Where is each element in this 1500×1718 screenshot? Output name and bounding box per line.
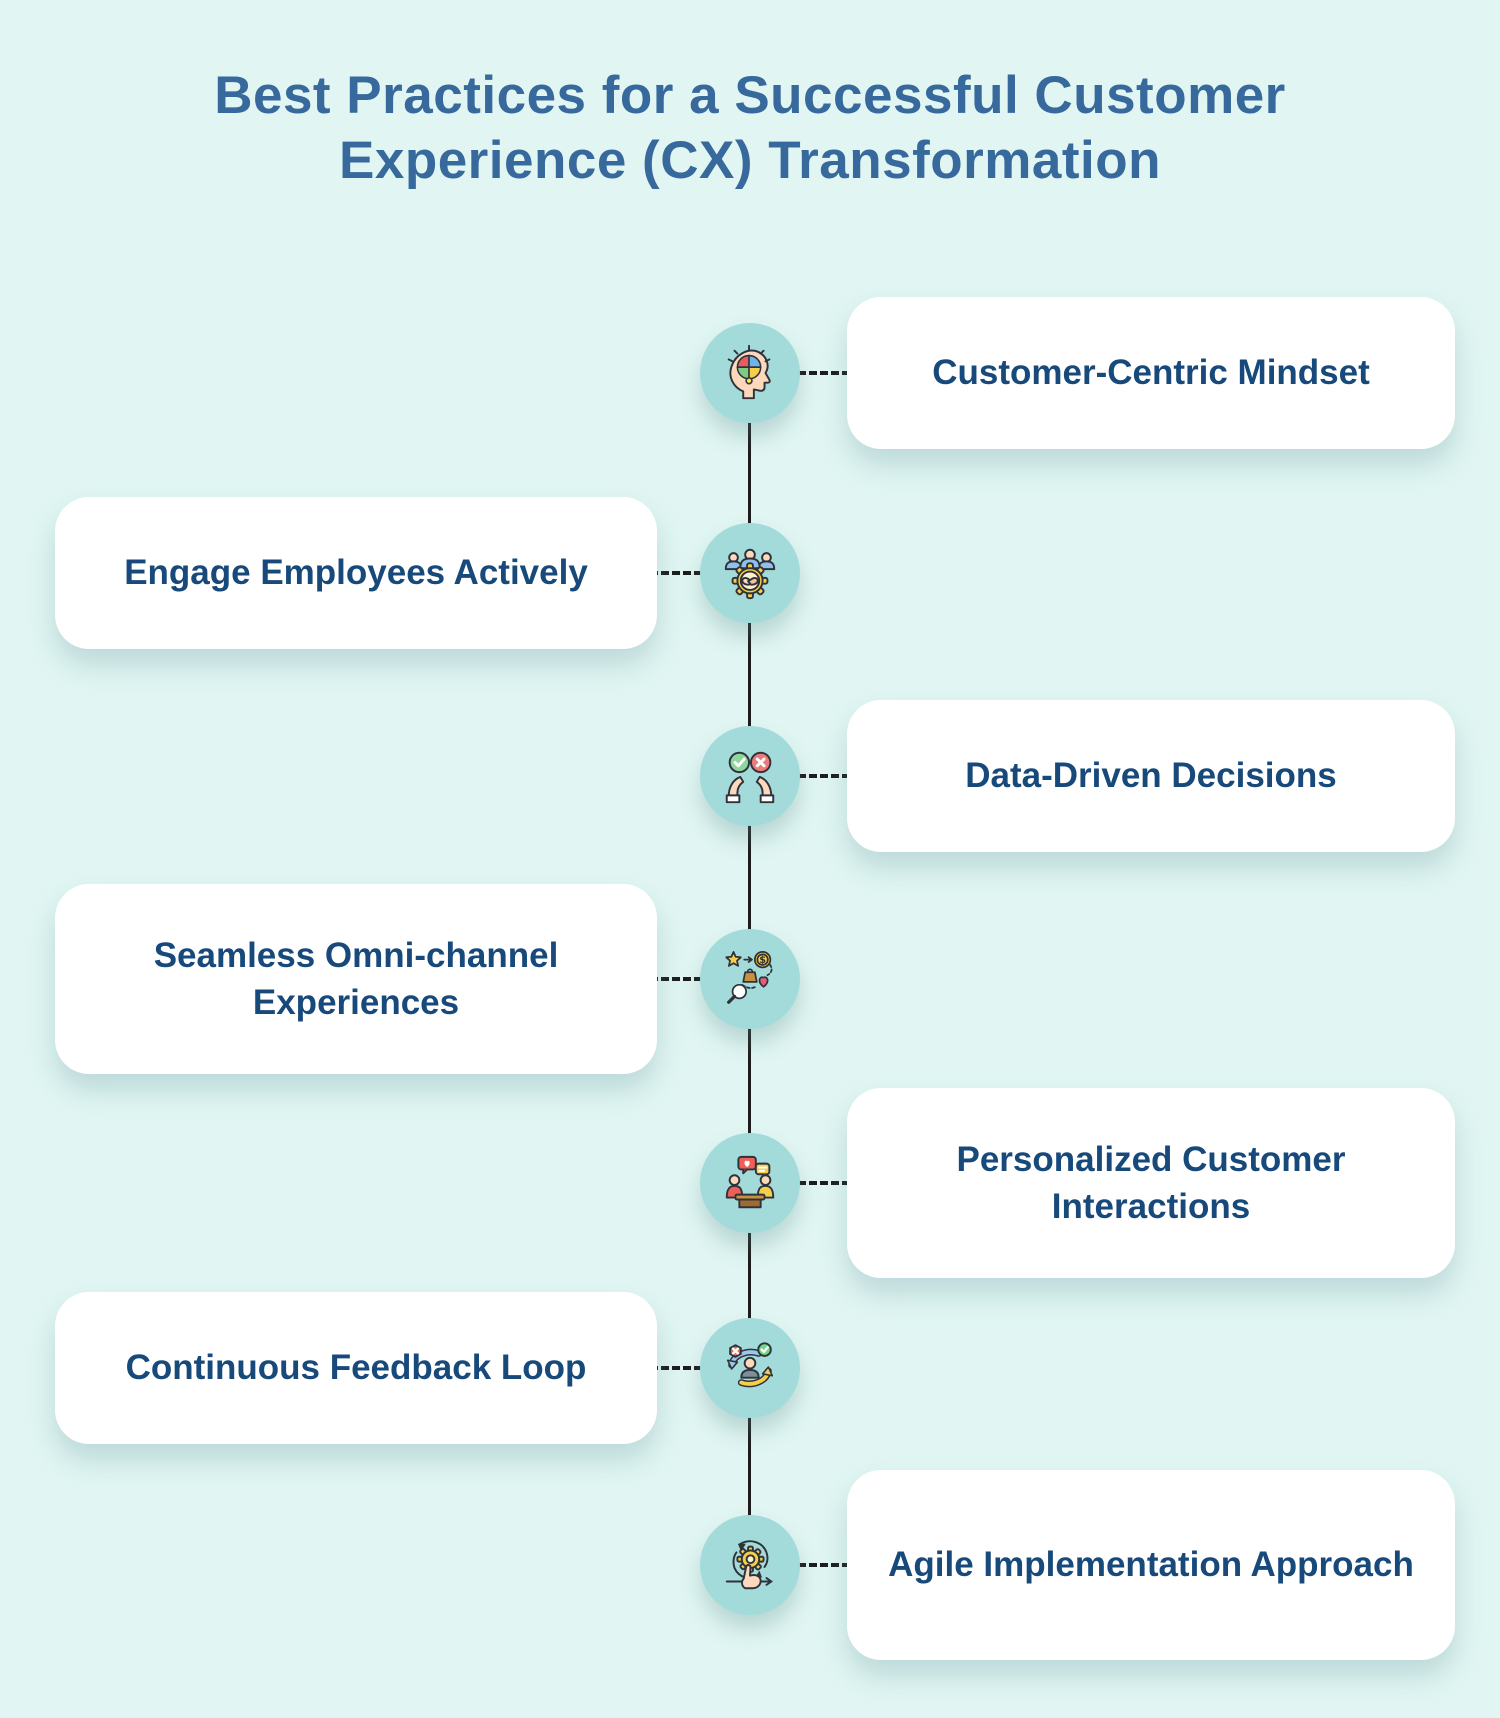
- item-label: Customer-Centric Mindset: [932, 353, 1370, 393]
- dashed-connector: [650, 571, 702, 575]
- item-label: Data-Driven Decisions: [965, 756, 1337, 796]
- dashed-connector: [650, 1366, 702, 1370]
- item-label: Continuous Feedback Loop: [125, 1348, 587, 1388]
- item-label: Engage Employees Actively: [124, 553, 588, 593]
- icon-circle-5: [700, 1133, 800, 1233]
- hands-check-cross-icon: [725, 751, 775, 804]
- dashed-connector: [798, 1181, 850, 1185]
- hand-gear-cycle-icon: [725, 1540, 774, 1590]
- dashed-connector: [650, 977, 702, 981]
- head-puzzle-bulb-icon: [727, 344, 771, 400]
- icon-circle-3: [700, 726, 800, 826]
- item-label: Seamless Omni-channel Experiences: [153, 935, 559, 1022]
- item-card-1: Customer-Centric Mindset: [847, 297, 1455, 449]
- icon-circle-6: [700, 1318, 800, 1418]
- people-chat-table-icon: [725, 1155, 775, 1209]
- icon-circle-2: [700, 523, 800, 623]
- svg-text:$: $: [759, 955, 766, 966]
- icon-circle-7: [700, 1515, 800, 1615]
- item-card-5: Personalized Customer Interactions: [847, 1088, 1455, 1278]
- item-label: Personalized Customer Interactions: [956, 1139, 1346, 1226]
- dashed-connector: [798, 1563, 850, 1567]
- feedback-loop-person-icon: [726, 1342, 774, 1388]
- dashed-connector: [798, 371, 850, 375]
- item-card-7: Agile Implementation Approach: [847, 1470, 1455, 1660]
- item-card-4: Seamless Omni-channel Experiences: [55, 884, 657, 1074]
- journey-star-coin-heart-magnifier-icon: $: [725, 951, 773, 1004]
- item-card-3: Data-Driven Decisions: [847, 700, 1455, 852]
- icon-circle-1: [700, 323, 800, 423]
- icon-circle-4: $: [700, 929, 800, 1029]
- page-title: Best Practices for a Successful Customer…: [214, 66, 1286, 190]
- dashed-connector: [798, 774, 850, 778]
- item-card-2: Engage Employees Actively: [55, 497, 657, 649]
- item-label: Agile Implementation Approach: [888, 1545, 1414, 1585]
- item-card-6: Continuous Feedback Loop: [55, 1292, 657, 1444]
- team-gear-handshake-icon: [724, 548, 776, 600]
